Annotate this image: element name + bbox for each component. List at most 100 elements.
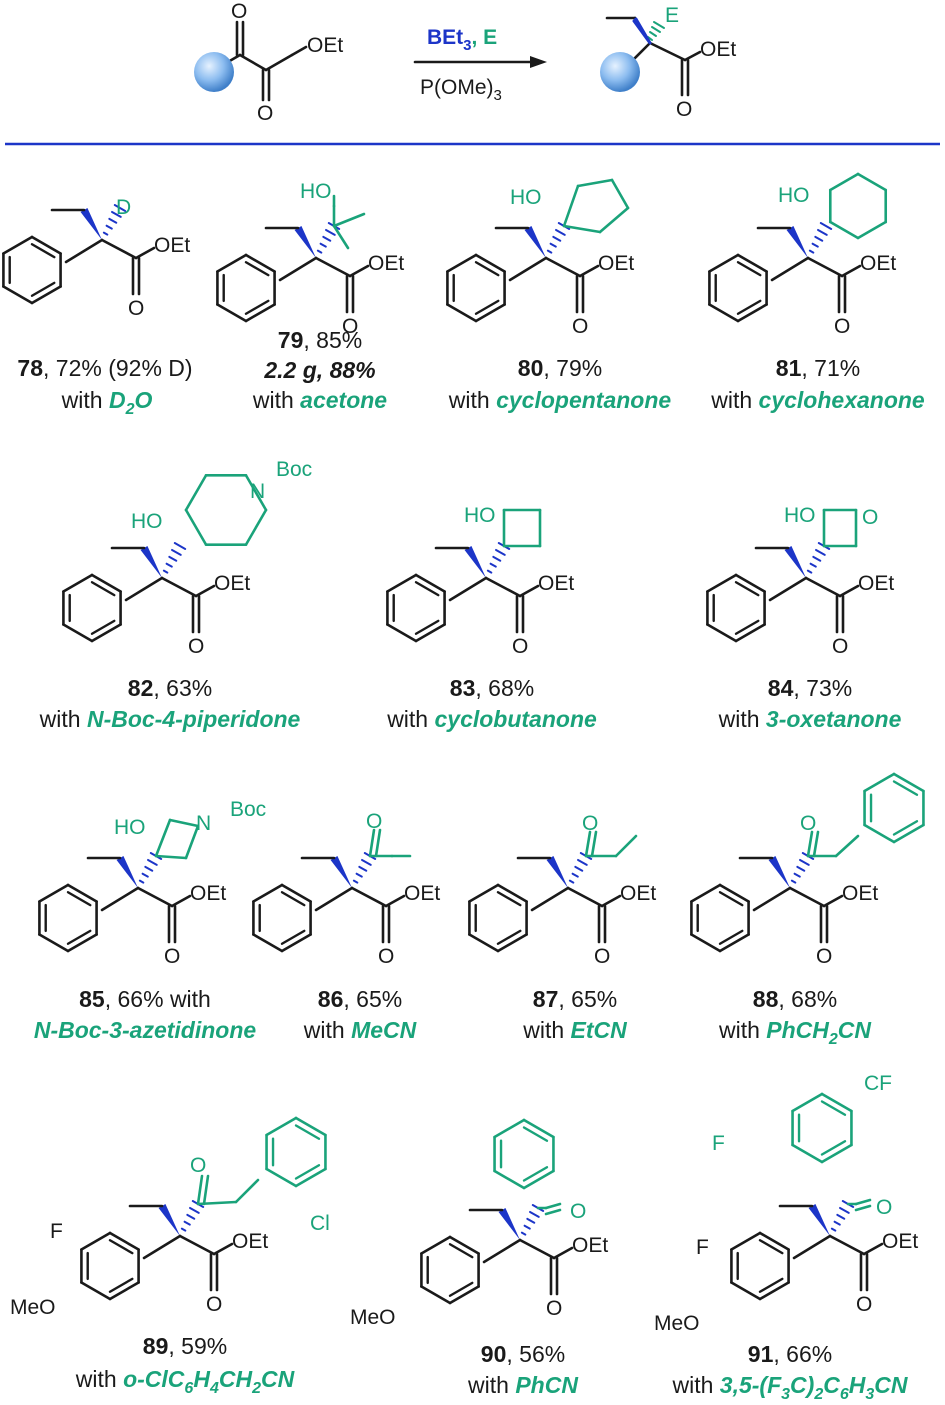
starting-ketoester [212, 20, 308, 102]
caption-88: 88, 68% [753, 986, 837, 1012]
caption-91: 91, 66% [748, 1341, 832, 1367]
atom-label: OEt [214, 572, 250, 595]
caption-80: 80, 79% [518, 355, 602, 381]
hashed-wedge [647, 21, 665, 41]
ketone-o-label: O [231, 0, 247, 23]
atom-label: OEt [368, 252, 404, 275]
reagent-80: with cyclopentanone [448, 387, 672, 413]
atom-label: O [164, 945, 180, 968]
reagent-89: with o-ClC6H4CH2CN [75, 1366, 295, 1397]
atom-label: Boc [230, 798, 266, 821]
reagent-79: with acetone [252, 387, 387, 413]
atom-label: HO [464, 504, 496, 527]
atom-label: Cl [310, 1212, 330, 1235]
atom-label: O [512, 635, 528, 658]
atom-label: O [342, 315, 358, 338]
reagent-88: with PhCH2CN [718, 1017, 871, 1048]
atom-label: N [250, 480, 265, 503]
atom-label: Boc [276, 458, 312, 481]
atom-label: O [834, 315, 850, 338]
caption-78: 78, 72% (92% D) [17, 355, 192, 381]
caption-90: 90, 56% [481, 1341, 565, 1367]
caption-84: 84, 73% [768, 675, 852, 701]
atom-label: O [876, 1196, 892, 1219]
reagent-81: with cyclohexanone [710, 387, 925, 413]
atom-label: O [206, 1293, 222, 1316]
caption-81: 81, 71% [776, 355, 860, 381]
atom-label: O [570, 1200, 586, 1223]
atom-label: HO [300, 180, 332, 203]
atom-label: OEt [860, 252, 896, 275]
atom-label: HO [510, 186, 542, 209]
atom-label: F [696, 1236, 709, 1259]
atom-label: F [50, 1220, 63, 1243]
atom-label: O [190, 1154, 206, 1177]
atom-label: OEt [882, 1230, 918, 1253]
atom-label: OEt [598, 252, 634, 275]
atom-label: O [572, 315, 588, 338]
atom-label: OEt [404, 882, 440, 905]
atom-label: N [196, 812, 211, 835]
reagent-82: with N-Boc-4-piperidone [39, 706, 301, 732]
caption-89: 89, 59% [143, 1333, 227, 1359]
atom-label: HO [784, 504, 816, 527]
atom-label: D [116, 196, 131, 219]
product-o-label: O [676, 98, 692, 121]
atom-label: OEt [842, 882, 878, 905]
reagent-90: with PhCN [467, 1372, 578, 1398]
atom-label: F [712, 1132, 725, 1155]
reagent-bottom: P(OMe)3 [420, 76, 502, 104]
atom-label: OEt [572, 1234, 608, 1257]
atom-label: OEt [232, 1230, 268, 1253]
caption-79: 79, 85% [278, 327, 362, 353]
reagent-top: BEt3, E [427, 26, 497, 54]
atom-label: O [582, 812, 598, 835]
atom-label: HO [131, 510, 163, 533]
reagent-78: with D2O [61, 387, 153, 418]
caption-82: 82, 63% [128, 675, 212, 701]
reagent-91: with 3,5-(F3C)2C6H3CN [671, 1372, 907, 1403]
caption-87: 87, 65% [533, 986, 617, 1012]
reagent-87: with EtCN [522, 1017, 627, 1043]
product-oet-label: OEt [700, 38, 736, 61]
atom-label: O [862, 506, 878, 529]
atom-label: O [128, 297, 144, 320]
atom-label: OEt [154, 234, 190, 257]
ester-o-label: O [257, 102, 273, 125]
atom-label: O [816, 945, 832, 968]
atom-label: OEt [190, 882, 226, 905]
substrate-sphere [194, 52, 234, 92]
product-e-label: E [665, 4, 679, 27]
reagent-84: with 3-oxetanone [718, 706, 902, 732]
atom-label: O [546, 1297, 562, 1320]
caption-85: 85, 66% with [79, 986, 211, 1012]
oet-label: OEt [307, 34, 343, 57]
atom-label: O [378, 945, 394, 968]
atom-label: OEt [858, 572, 894, 595]
reagent-86: with MeCN [303, 1017, 417, 1043]
atom-label: HO [778, 184, 810, 207]
scale-note-79: 2.2 g, 88% [263, 357, 375, 383]
product-sphere [600, 52, 640, 92]
reagent-83: with cyclobutanone [386, 706, 597, 732]
atom-label: O [594, 945, 610, 968]
atom-label: OEt [538, 572, 574, 595]
reaction-arrow [413, 56, 547, 68]
caption-86: 86, 65% [318, 986, 402, 1012]
caption-83: 83, 68% [450, 675, 534, 701]
atom-label: O [800, 812, 816, 835]
